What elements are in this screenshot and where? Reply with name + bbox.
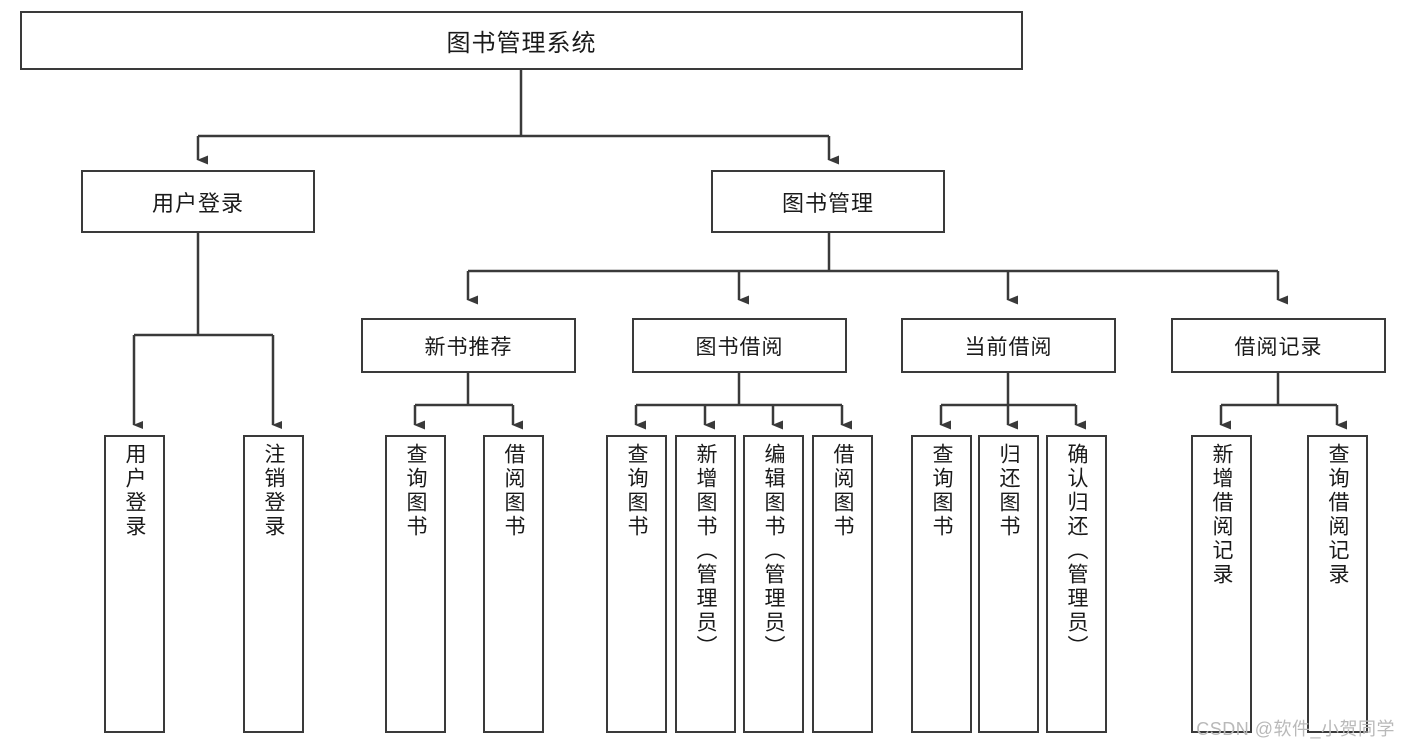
- leaf-user-login-label: 用户登录: [123, 443, 146, 539]
- leaf-edit-book[interactable]: 编辑图书（管理员）: [743, 435, 804, 733]
- node-current-borrow-label: 当前借阅: [964, 335, 1053, 359]
- leaf-query-record-label: 查询借阅记录: [1326, 443, 1349, 587]
- leaf-query-book-1[interactable]: 查询图书: [385, 435, 446, 733]
- node-new-book-rec[interactable]: 新书推荐: [361, 318, 576, 373]
- leaf-return-book[interactable]: 归还图书: [978, 435, 1039, 733]
- leaf-confirm-return-label: 确认归还（管理员）: [1065, 443, 1088, 659]
- leaf-query-book-2[interactable]: 查询图书: [606, 435, 667, 733]
- leaf-logout-label: 注销登录: [262, 443, 285, 539]
- node-book-manage-label: 图书管理: [781, 190, 874, 216]
- node-current-borrow[interactable]: 当前借阅: [901, 318, 1116, 373]
- leaf-borrow-book-1-label: 借阅图书: [502, 443, 525, 539]
- leaf-query-book-3-label: 查询图书: [930, 443, 953, 539]
- leaf-logout[interactable]: 注销登录: [243, 435, 304, 733]
- node-book-manage[interactable]: 图书管理: [711, 170, 945, 233]
- leaf-confirm-return[interactable]: 确认归还（管理员）: [1046, 435, 1107, 733]
- node-root-system-label: 图书管理系统: [446, 30, 597, 57]
- leaf-user-login[interactable]: 用户登录: [104, 435, 165, 733]
- leaf-add-book[interactable]: 新增图书（管理员）: [675, 435, 736, 733]
- leaf-add-record-label: 新增借阅记录: [1210, 443, 1233, 587]
- leaf-query-book-2-label: 查询图书: [625, 443, 648, 539]
- leaf-add-book-label: 新增图书（管理员）: [694, 443, 717, 659]
- node-root-system[interactable]: 图书管理系统: [20, 11, 1023, 70]
- leaf-borrow-book-2-label: 借阅图书: [831, 443, 854, 539]
- node-book-borrow-label: 图书借阅: [695, 335, 784, 359]
- leaf-edit-book-label: 编辑图书（管理员）: [762, 443, 785, 659]
- node-borrow-record[interactable]: 借阅记录: [1171, 318, 1386, 373]
- leaf-add-record[interactable]: 新增借阅记录: [1191, 435, 1252, 733]
- node-new-book-rec-label: 新书推荐: [424, 335, 513, 359]
- leaf-query-book-1-label: 查询图书: [404, 443, 427, 539]
- leaf-query-book-3[interactable]: 查询图书: [911, 435, 972, 733]
- node-user-login[interactable]: 用户登录: [81, 170, 315, 233]
- node-borrow-record-label: 借阅记录: [1234, 335, 1323, 359]
- node-user-login-label: 用户登录: [151, 190, 244, 216]
- leaf-query-record[interactable]: 查询借阅记录: [1307, 435, 1368, 733]
- node-book-borrow[interactable]: 图书借阅: [632, 318, 847, 373]
- leaf-borrow-book-2[interactable]: 借阅图书: [812, 435, 873, 733]
- leaf-return-book-label: 归还图书: [997, 443, 1020, 539]
- leaf-borrow-book-1[interactable]: 借阅图书: [483, 435, 544, 733]
